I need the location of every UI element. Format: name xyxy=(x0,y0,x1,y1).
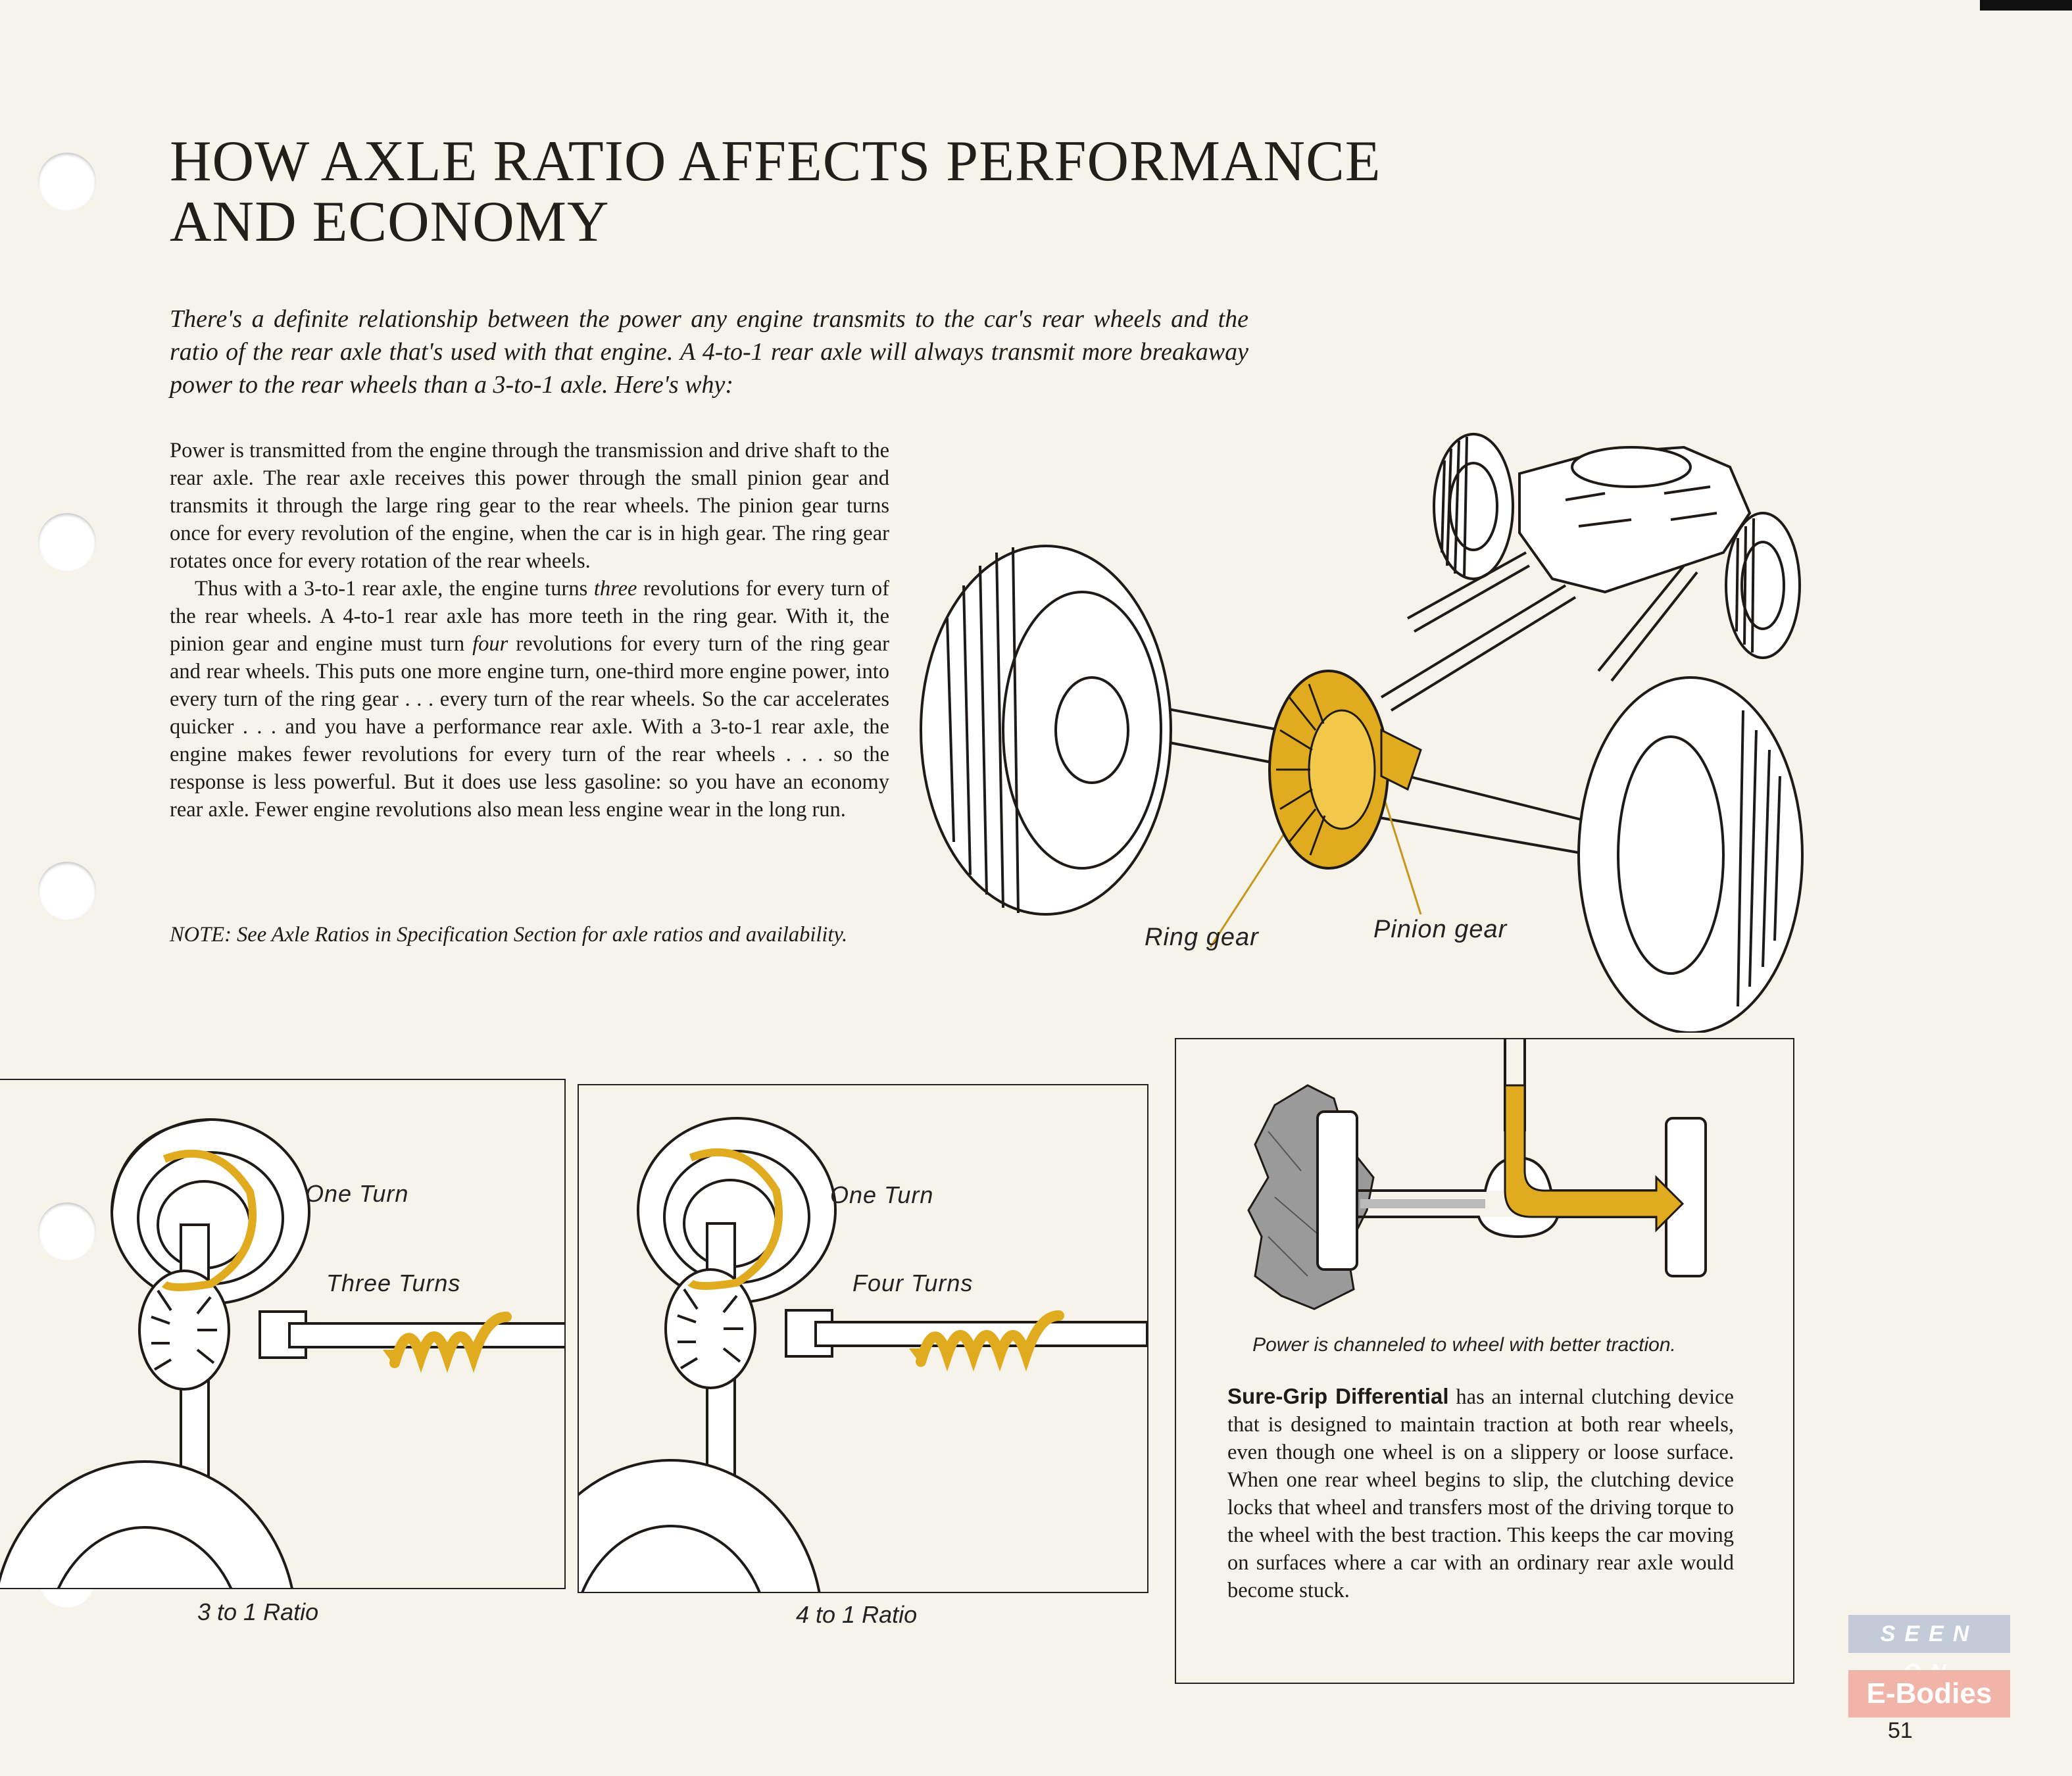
sure-grip-diagram xyxy=(1247,1039,1707,1310)
drivetrain-illustration xyxy=(920,433,1804,1033)
ratio-4-caption: 4 to 1 Ratio xyxy=(796,1601,918,1628)
page-number: 51 xyxy=(1888,1718,1913,1743)
ratio-3-panel: One Turn Three Turns xyxy=(0,1079,566,1589)
sure-grip-text: Sure-Grip Differential has an internal c… xyxy=(1227,1383,1734,1604)
binder-hole xyxy=(38,513,96,571)
page-title: HOW AXLE RATIO AFFECTS PERFORMANCE AND E… xyxy=(170,132,1419,253)
ratio-4-diagram xyxy=(579,1117,1147,1592)
intro-paragraph: There's a definite relationship between … xyxy=(170,305,1248,399)
ratio-3-turns: Three Turns xyxy=(326,1270,461,1296)
title-line-2: AND ECONOMY xyxy=(170,190,610,254)
ratio-4-turns: Four Turns xyxy=(852,1270,974,1296)
pinion-gear-label: Pinion gear xyxy=(1373,916,1508,943)
seen-on-badge: SEEN ON E-Bodies xyxy=(1848,1615,2010,1717)
sure-grip-heading: Sure-Grip Differential xyxy=(1227,1384,1449,1408)
body-paragraph-2: Thus with a 3-to-1 rear axle, the engine… xyxy=(170,577,889,822)
badge-bottom-text: E-Bodies xyxy=(1848,1670,2010,1717)
binder-hole xyxy=(38,862,96,920)
title-line-1: HOW AXLE RATIO AFFECTS PERFORMANCE xyxy=(170,130,1381,193)
ratio-3-caption: 3 to 1 Ratio xyxy=(197,1598,319,1625)
sure-grip-caption: Power is channeled to wheel with better … xyxy=(1252,1334,1676,1356)
ratio-4-one-turn: One Turn xyxy=(830,1181,934,1208)
body-text: Power is transmitted from the engine thr… xyxy=(170,437,889,824)
note-text: NOTE: See Axle Ratios in Specification S… xyxy=(170,923,848,947)
binder-hole xyxy=(38,153,96,210)
binder-hole xyxy=(38,1202,96,1260)
ratio-4-panel: One Turn Four Turns xyxy=(578,1084,1148,1593)
ratio-3-diagram xyxy=(0,1118,564,1588)
sure-grip-panel xyxy=(1175,1038,1794,1684)
ratio-3-one-turn: One Turn xyxy=(305,1180,409,1207)
sure-grip-body: has an internal clutching device that is… xyxy=(1227,1385,1734,1602)
page-edge-bar xyxy=(1980,0,2072,11)
badge-top-text: SEEN ON xyxy=(1848,1615,2010,1685)
body-paragraph-1: Power is transmitted from the engine thr… xyxy=(170,439,889,573)
ring-gear-shape xyxy=(1268,670,1422,870)
ring-gear-label: Ring gear xyxy=(1145,924,1259,951)
